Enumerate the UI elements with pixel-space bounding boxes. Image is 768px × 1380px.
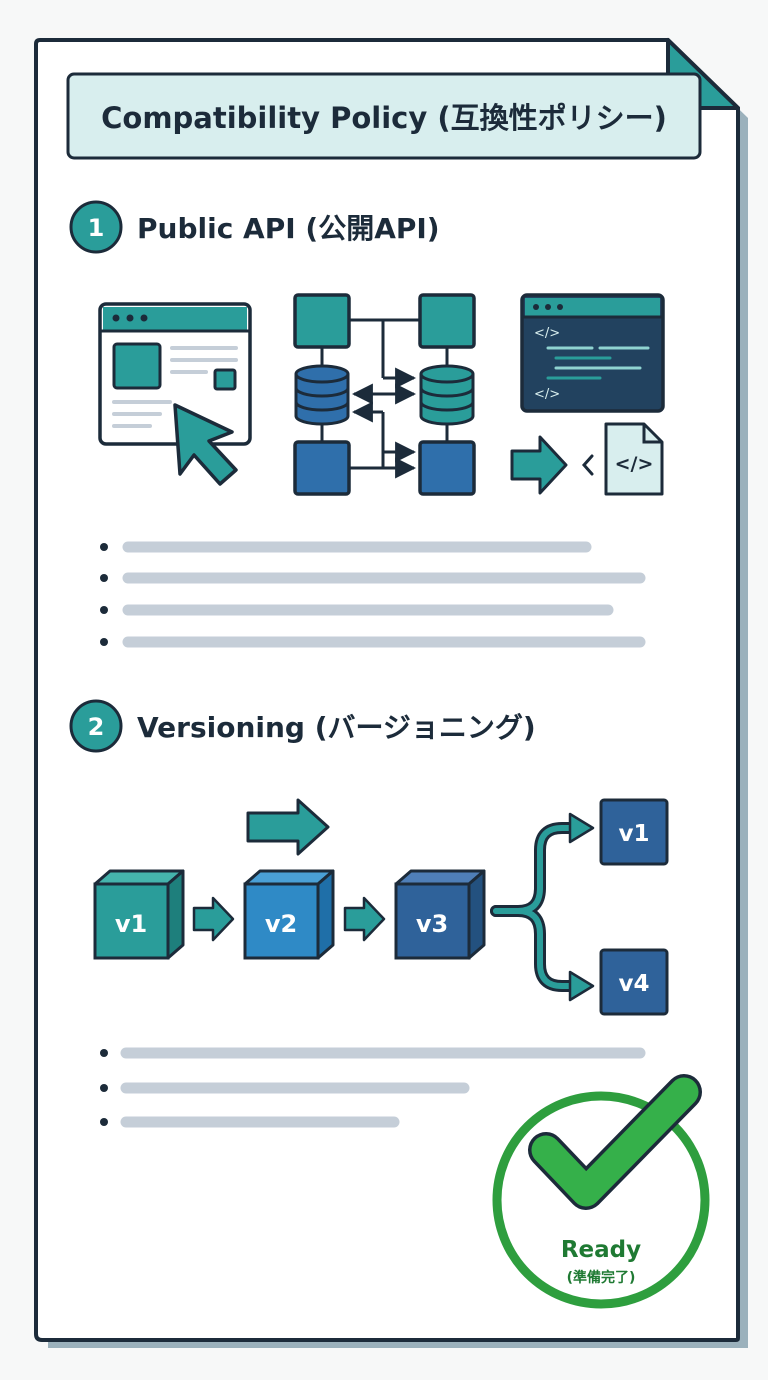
title-banner: Compatibility Policy (互換性ポリシー) xyxy=(66,72,702,160)
section-1-title: Public API (公開API) xyxy=(137,212,440,245)
section-2-number-badge xyxy=(69,699,123,753)
bullet-list-2 xyxy=(100,1047,646,1128)
list-item xyxy=(100,541,592,553)
version-box-branch-v1: v1 xyxy=(599,798,669,866)
version-cube-v2: v2 xyxy=(243,869,335,960)
title-box xyxy=(66,72,702,160)
branch-arrow-up xyxy=(568,812,595,844)
check-mark-icon xyxy=(531,1077,699,1207)
database-icon-right xyxy=(419,364,475,426)
section-1-heading: 1 Public API (公開API) xyxy=(69,200,440,254)
page-title: Compatibility Policy (互換性ポリシー) xyxy=(101,101,667,135)
code-tag-bottom: </> xyxy=(534,387,560,402)
arrow-right-icon xyxy=(510,435,568,495)
version-label-branch-v4: v4 xyxy=(619,971,650,997)
version-label-v3: v3 xyxy=(416,910,448,938)
version-label-v1: v1 xyxy=(115,910,147,938)
version-cube-v1: v1 xyxy=(93,869,185,960)
version-cube-v3: v3 xyxy=(394,869,486,960)
arrow-v2-v3 xyxy=(343,896,386,942)
list-item xyxy=(100,572,646,584)
section-2-title: Versioning (バージョニング) xyxy=(137,711,536,744)
ready-sublabel: (準備完了) xyxy=(567,1269,636,1286)
section-2-number: 2 xyxy=(88,713,105,741)
list-item xyxy=(100,1116,400,1128)
list-item xyxy=(100,636,646,648)
version-box-branch-v4: v4 xyxy=(599,948,669,1016)
versioning-diagram: v1 v2 v3 v1 v4 xyxy=(93,798,669,1016)
file-code-tag: </> xyxy=(615,453,654,475)
section-2-heading: 2 Versioning (バージョニング) xyxy=(69,699,536,753)
list-item xyxy=(100,1082,470,1094)
section-1-number-badge xyxy=(69,200,123,254)
database-icon-left xyxy=(294,364,350,426)
code-file-icon: </> xyxy=(604,422,664,496)
version-label-branch-v1: v1 xyxy=(619,821,650,847)
list-item xyxy=(100,604,614,616)
section-1-number: 1 xyxy=(88,214,105,242)
progress-arrow-icon xyxy=(246,798,330,856)
code-tag-top: </> xyxy=(534,326,560,341)
branch-connector xyxy=(490,812,595,1002)
ready-label: Ready xyxy=(561,1237,641,1263)
branch-arrow-down xyxy=(568,970,595,1002)
list-item xyxy=(100,1047,646,1059)
code-editor-icon: </> </> </> xyxy=(510,293,665,496)
ready-badge: Ready (準備完了) xyxy=(492,1074,710,1309)
cursor-icon xyxy=(173,403,238,486)
bullet-list-1 xyxy=(100,541,646,648)
arrow-v1-v2 xyxy=(192,896,235,942)
version-label-v2: v2 xyxy=(265,910,297,938)
database-network-icon xyxy=(293,293,476,496)
browser-window-icon xyxy=(98,302,252,486)
